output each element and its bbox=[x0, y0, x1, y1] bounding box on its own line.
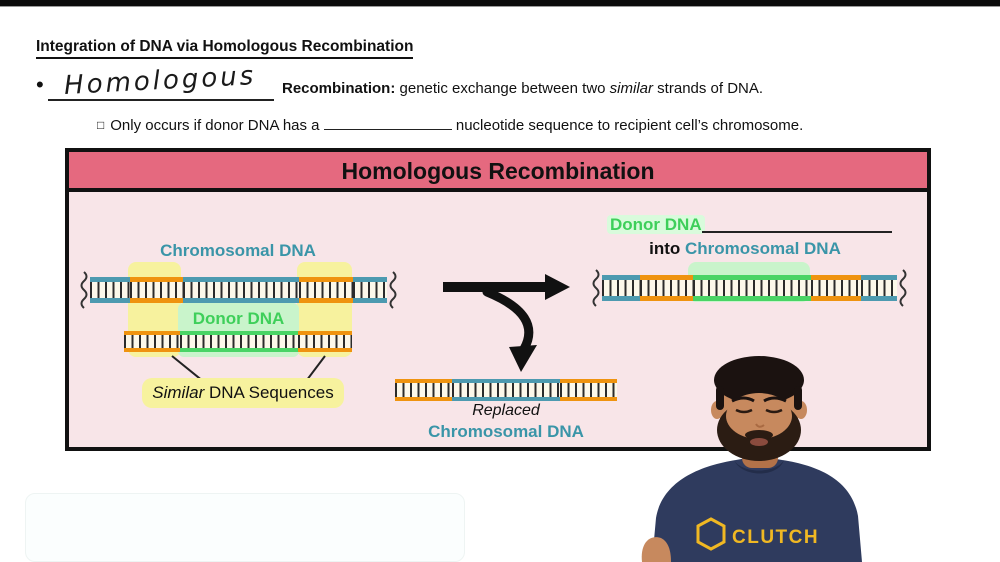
arrow-right-head-icon bbox=[545, 274, 570, 300]
replaced-core-segment bbox=[452, 379, 560, 401]
similar-word: Similar bbox=[152, 383, 205, 402]
instructor-eyebrow bbox=[731, 396, 755, 403]
result-caption-line1: Donor DNA bbox=[607, 215, 705, 235]
top-black-bar bbox=[0, 0, 1000, 7]
dna-squiggle-icon bbox=[80, 271, 88, 309]
sub-bullet-part1: Only occurs if donor DNA has a bbox=[110, 117, 324, 134]
replaced-dna-strand bbox=[395, 379, 617, 401]
donor-end-segment bbox=[124, 331, 180, 352]
square-bullet-icon: □ bbox=[97, 118, 105, 132]
next-note-box bbox=[25, 493, 465, 562]
replaced-end-segment bbox=[560, 379, 617, 401]
chromosome-segment bbox=[90, 277, 130, 303]
definition-part2: strands of DNA. bbox=[653, 80, 764, 97]
instructor-hair bbox=[714, 356, 804, 404]
bullet-definition: Recombination: genetic exchange between … bbox=[282, 80, 763, 97]
donor-core-segment bbox=[180, 331, 298, 352]
instructor-mustache bbox=[745, 430, 773, 440]
sub-bullet: □ Only occurs if donor DNA has a nucleoti… bbox=[97, 116, 803, 134]
dna-squiggle-icon bbox=[899, 269, 907, 307]
similar-sequence-segment bbox=[130, 277, 183, 303]
instructor-sideburn bbox=[794, 386, 802, 410]
dna-squiggle-icon bbox=[592, 269, 600, 307]
similar-sequences-callout: Similar DNA Sequences bbox=[142, 378, 344, 408]
donor-dna-label: Donor DNA bbox=[192, 309, 285, 328]
similar-rest: DNA Sequences bbox=[204, 383, 334, 402]
chromosome-segment bbox=[353, 277, 387, 303]
chromosomal-dna-label: Chromosomal DNA bbox=[160, 241, 316, 260]
definition-part1: genetic exchange between two bbox=[395, 80, 610, 97]
similar-sequence-segment bbox=[299, 277, 353, 303]
handwritten-blank-line bbox=[48, 75, 274, 101]
similar-sequence-segment bbox=[640, 275, 693, 301]
replaced-chromosomal-label: Chromosomal DNA bbox=[428, 422, 584, 441]
instructor-eyebrow bbox=[763, 396, 787, 403]
sub-bullet-part2: nucleotide sequence to recipient cell’s … bbox=[451, 117, 804, 134]
page-title: Integration of DNA via Homologous Recomb… bbox=[36, 38, 414, 59]
replaced-end-segment bbox=[395, 379, 452, 401]
result-chromosomal-label: Chromosomal DNA bbox=[685, 239, 841, 258]
donor-end-segment bbox=[298, 331, 352, 352]
fill-in-blank-line bbox=[323, 116, 452, 130]
result-donor-label: Donor DNA bbox=[607, 215, 705, 234]
term-label: Recombination: bbox=[282, 80, 396, 97]
clutch-hexagon-icon bbox=[696, 517, 726, 551]
donor-dna-strand bbox=[124, 331, 352, 352]
integrated-donor-segment bbox=[693, 275, 811, 301]
instructor-sideburn bbox=[716, 386, 724, 410]
bullet-marker: • bbox=[36, 72, 44, 97]
instructor-cheeks bbox=[726, 393, 792, 439]
instructor-webcam: CLUTCH bbox=[641, 356, 862, 562]
dna-squiggle-icon bbox=[389, 271, 397, 309]
curved-arrow-icon bbox=[482, 287, 534, 354]
shirt-collar bbox=[734, 460, 784, 474]
replaced-label: Replaced bbox=[472, 402, 540, 419]
result-caption-line2: into Chromosomal DNA bbox=[620, 239, 870, 259]
shirt-logo-text: CLUTCH bbox=[732, 527, 819, 548]
chromosome-segment bbox=[861, 275, 897, 301]
result-fill-in-blank-line bbox=[702, 212, 892, 233]
chromosomal-dna-strand bbox=[78, 271, 399, 309]
into-word: into bbox=[649, 239, 686, 258]
instructor-arm bbox=[641, 537, 671, 562]
instructor-shirt bbox=[652, 456, 862, 562]
instructor-nose bbox=[755, 423, 765, 428]
instructor-eye-closed bbox=[735, 408, 753, 414]
instructor-eye-closed bbox=[765, 408, 783, 414]
instructor-mouth bbox=[750, 438, 768, 446]
chromosome-segment bbox=[602, 275, 640, 301]
chromosome-segment bbox=[183, 277, 299, 303]
process-arrows bbox=[443, 274, 570, 372]
similar-sequence-segment bbox=[811, 275, 861, 301]
definition-italic-word: similar bbox=[609, 80, 654, 97]
curved-arrow-head-icon bbox=[509, 345, 537, 372]
recombined-dna-strand bbox=[590, 269, 909, 307]
diagram-title-bar: Homologous Recombination bbox=[69, 152, 927, 192]
